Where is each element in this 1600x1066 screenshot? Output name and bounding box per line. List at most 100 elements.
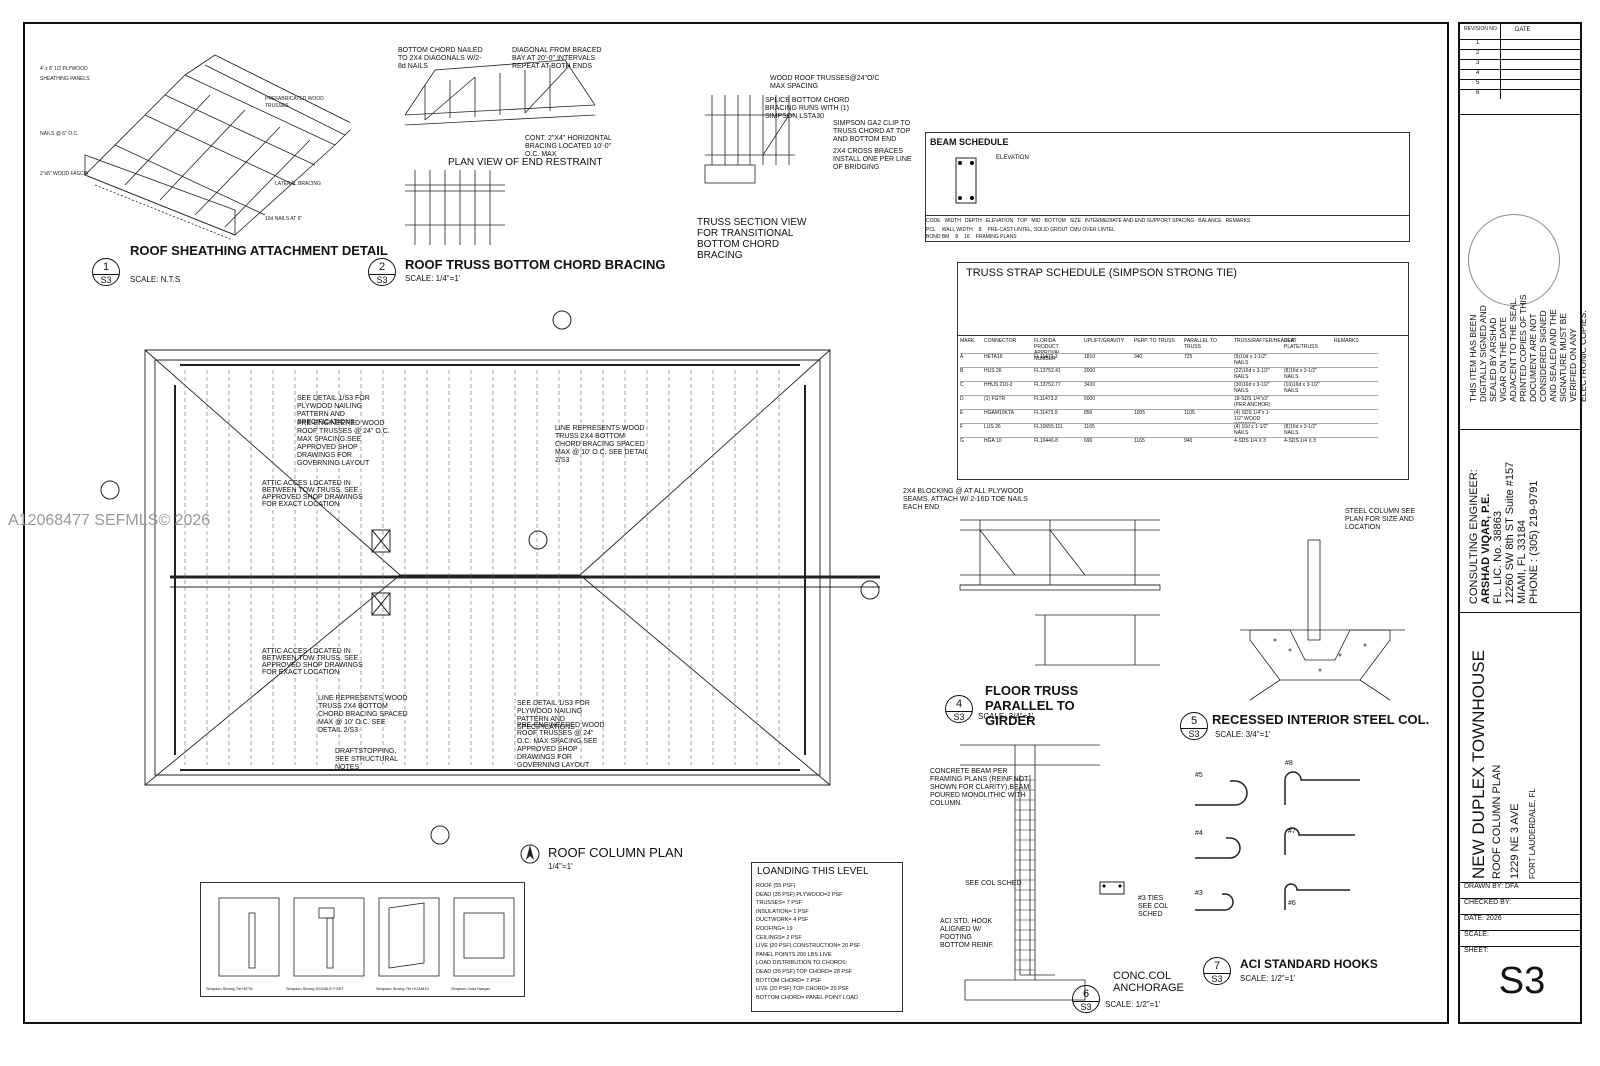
revision-row: 4 xyxy=(1460,69,1580,80)
loading-line: TRUSSES= 7 PSF xyxy=(756,900,803,907)
plan-note-8: PRE-ENGINEERED WOOD ROOF TRUSSES @ 24" O… xyxy=(517,722,605,769)
strap-cell: 1105 xyxy=(1184,410,1195,416)
strap-cell: (10)16d x 3-1/2" NAILS xyxy=(1284,382,1320,394)
loading-line: LOAD DISTRIBUTION TO CHORDS: xyxy=(756,960,848,967)
strap-cell xyxy=(1334,438,1378,451)
strap-cell xyxy=(1284,396,1328,409)
concrete-beam-note: CONCRETE BEAM PER FRAMING PLANS (REINF.N… xyxy=(930,768,1030,807)
engineer-city: MIAMI, FL 33184 xyxy=(1516,520,1528,604)
detail-2-sheet: S3 xyxy=(369,274,395,285)
signature-notice: THIS ITEM HAS BEEN DIGITALLY SIGNED AND … xyxy=(1468,294,1588,402)
strap-cell: C xyxy=(960,382,964,388)
detail-6-sheet: S3 xyxy=(1073,1001,1099,1012)
strap-col-header: CONNECTOR xyxy=(984,338,1017,344)
loading-line: CEILINGS= 2 PSF xyxy=(756,934,802,941)
strap-cell: 1165 xyxy=(1084,424,1095,430)
loading-line: LIVE (20 PSF) CONSTRUCTION= 20 PSF xyxy=(756,943,861,950)
revision-number: 2 xyxy=(1476,50,1480,56)
detail-2-bubble: 2 S3 xyxy=(368,258,396,286)
strap-cell: 940 xyxy=(1184,438,1193,444)
strap-cell xyxy=(1334,354,1378,367)
beam-col-balance: BALANCE xyxy=(1198,218,1222,224)
strap-cell: (4) 10d x 1-1/2" NAILS xyxy=(1234,424,1269,436)
detail-6-scale: SCALE: 1/2"=1' xyxy=(1105,1000,1161,1009)
beam-col-spacing: INTERMEDIATE AND END SUPPORT SPACING xyxy=(1084,218,1195,224)
project-name: NEW DUPLEX TOWNHOUSE xyxy=(1469,650,1488,879)
detail-5-bubble: 5 S3 xyxy=(1180,712,1208,740)
strap-cell: 1810 xyxy=(1084,354,1096,360)
column-anchorage-drawing xyxy=(960,744,1100,1001)
strap-cell: (8)16d x 3-1/2" NAILS xyxy=(1284,424,1317,436)
drawn-by: DRAWN BY: DFA xyxy=(1460,882,1580,898)
plan-note-4: ATTIC ACCES LOCATED IN BETWEEN TOW TRUSS… xyxy=(262,480,363,508)
loading-line: BOTTOM CHORD= PANEL POINT LOAD xyxy=(756,994,859,1001)
blocking-note: 2X4 BLOCKING @ AT ALL PLYWOOD SEAMS. ATT… xyxy=(903,488,1028,511)
strap-col-header: MARK xyxy=(960,338,975,344)
revision-row: 6 xyxy=(1460,89,1580,100)
plan-note-5: ATTIC ACCES LOCATED IN BETWEEN TOW TRUSS… xyxy=(262,648,363,676)
revision-number: 4 xyxy=(1476,70,1480,76)
detail-4-number: 4 xyxy=(955,698,963,710)
detail-7-sheet: S3 xyxy=(1204,973,1230,984)
beam-schedule-header: CODE WIDTH DEPTH ELEVATION TOP MID BOTTO… xyxy=(926,218,1250,224)
strap-col-header: SEAT PLATE/TRUSS xyxy=(1284,338,1318,350)
beam-schedule-table: BEAM SCHEDULE ELEVATION CODE WIDTH DEPTH… xyxy=(925,132,1410,242)
strap-cell: 4-SDS 1/4 X 3 xyxy=(1284,438,1316,444)
strap-col-header: TRUSS/RAFTER/HEADER xyxy=(1234,338,1295,344)
beam-cell: 8 xyxy=(978,227,982,233)
beam-row-bond: BOND BM 8 16 FRAMING PLANS xyxy=(926,234,1017,240)
strap-cell: 3430 xyxy=(1084,382,1096,388)
cont-bracing-note: CONT. 2"X4" HORIZONTAL BRACING LOCATED 1… xyxy=(525,135,612,158)
svg-text:SHEATHING PANELS: SHEATHING PANELS xyxy=(40,76,90,82)
beam-cell: FRAMING PLANS xyxy=(975,234,1017,240)
connector-caption-1: Simpson Strong-Tie HETA xyxy=(206,986,253,991)
strap-cell xyxy=(1134,424,1178,437)
roof-column-plan-drawing xyxy=(100,310,880,845)
revision-row: 3 xyxy=(1460,59,1580,70)
plan-note-7: SEE DETAIL 1/S3 FOR PLYWOOD NAILING PATT… xyxy=(517,700,590,731)
engineer-line-1: CONSULTING ENGINEER: xyxy=(1468,469,1480,604)
strap-cell: E xyxy=(960,410,964,416)
strap-cell: 690 xyxy=(1084,438,1093,444)
strap-cell xyxy=(1134,382,1178,395)
beam-col-top: TOP xyxy=(1017,218,1028,224)
strap-col-header: REMARKS xyxy=(1334,338,1359,344)
strap-schedule-title: TRUSS STRAP SCHEDULE (SIMPSON STRONG TIE… xyxy=(966,267,1237,279)
detail-2-number: 2 xyxy=(378,261,386,273)
strap-cell: F xyxy=(960,424,964,430)
revision-row: 2 xyxy=(1460,49,1580,60)
beam-schedule-divider xyxy=(926,215,1409,216)
loading-line: ROOF (55 PSF) xyxy=(756,883,796,889)
sheet-label: SHEET: xyxy=(1464,947,1489,954)
strap-cell: (4) SDS 1/4"x 1-1/2" WOOD SCREWS xyxy=(1234,410,1271,423)
strap-cell: 2000 xyxy=(1084,368,1096,374)
address-line-1: 1229 NE 3 AVE xyxy=(1509,803,1521,879)
revision-number: 1 xyxy=(1476,40,1480,46)
strap-cell: HUS 26 xyxy=(984,368,1002,374)
strap-cell: 18-SDS 1/4"x3" (PER ANCHOR) xyxy=(1234,396,1271,408)
strap-cell xyxy=(1334,424,1378,437)
strap-cell: LUS 26 xyxy=(984,424,1001,430)
beam-cell: 16 xyxy=(964,234,970,240)
col-sched-note: SEE COL SCHED xyxy=(965,880,1022,887)
strap-cell: B xyxy=(960,368,964,374)
svg-text:TRUSSES: TRUSSES xyxy=(265,103,289,109)
hook-label-5: #5 xyxy=(1195,772,1203,779)
beam-section-icon xyxy=(955,157,977,204)
detail-4-scale: SCALE: 3/4"=1' xyxy=(978,712,1034,721)
detail-6-number: 6 xyxy=(1082,988,1090,1000)
strap-cell xyxy=(1184,368,1228,381)
hook-label-7: #7 xyxy=(1288,828,1296,835)
strap-cell: FL11473.3 xyxy=(1034,354,1058,360)
strap-cell xyxy=(1284,354,1328,367)
col-section-icon xyxy=(1099,881,1125,895)
tb-divider-3 xyxy=(1460,612,1580,613)
plan-title: ROOF COLUMN PLAN xyxy=(548,845,684,860)
ties-note: #3 TIES SEE COL SCHED xyxy=(1138,895,1169,918)
strap-cell: HGA 10 xyxy=(984,438,1002,444)
steel-column-note: STEEL COLUMN SEE PLAN FOR SIZE AND LOCAT… xyxy=(1345,508,1416,531)
revision-col-divider xyxy=(1500,24,1501,99)
